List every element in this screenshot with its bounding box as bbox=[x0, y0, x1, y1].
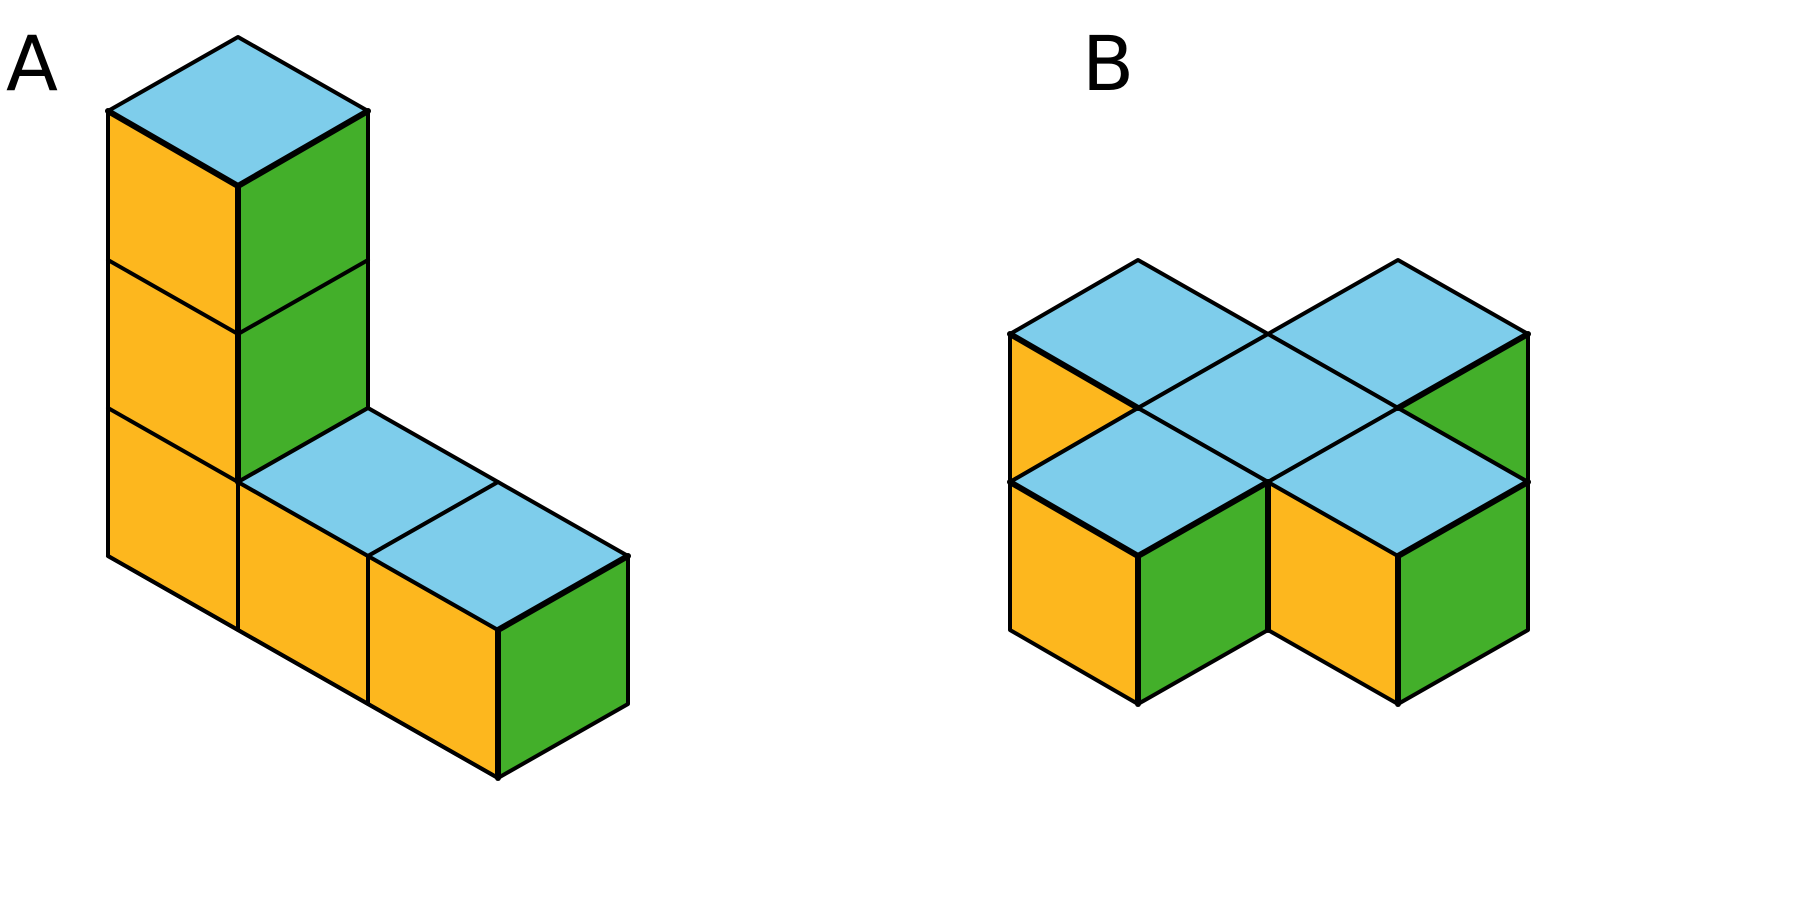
figure-b-label: B bbox=[1082, 19, 1134, 108]
edge bbox=[1395, 479, 1531, 559]
edge bbox=[1395, 331, 1531, 411]
figure-b: B bbox=[1007, 19, 1531, 707]
column-left-face bbox=[106, 109, 240, 632]
edge bbox=[106, 554, 500, 780]
edge bbox=[106, 258, 240, 336]
edge bbox=[235, 108, 371, 189]
edge bbox=[1135, 479, 1271, 559]
edge bbox=[1007, 479, 1141, 559]
edge bbox=[1007, 331, 1141, 411]
figure-a: A bbox=[6, 19, 631, 781]
figure-a-label: A bbox=[6, 19, 58, 108]
edge bbox=[106, 406, 240, 484]
edge bbox=[105, 108, 241, 189]
edge bbox=[495, 553, 631, 633]
edge bbox=[236, 258, 370, 336]
